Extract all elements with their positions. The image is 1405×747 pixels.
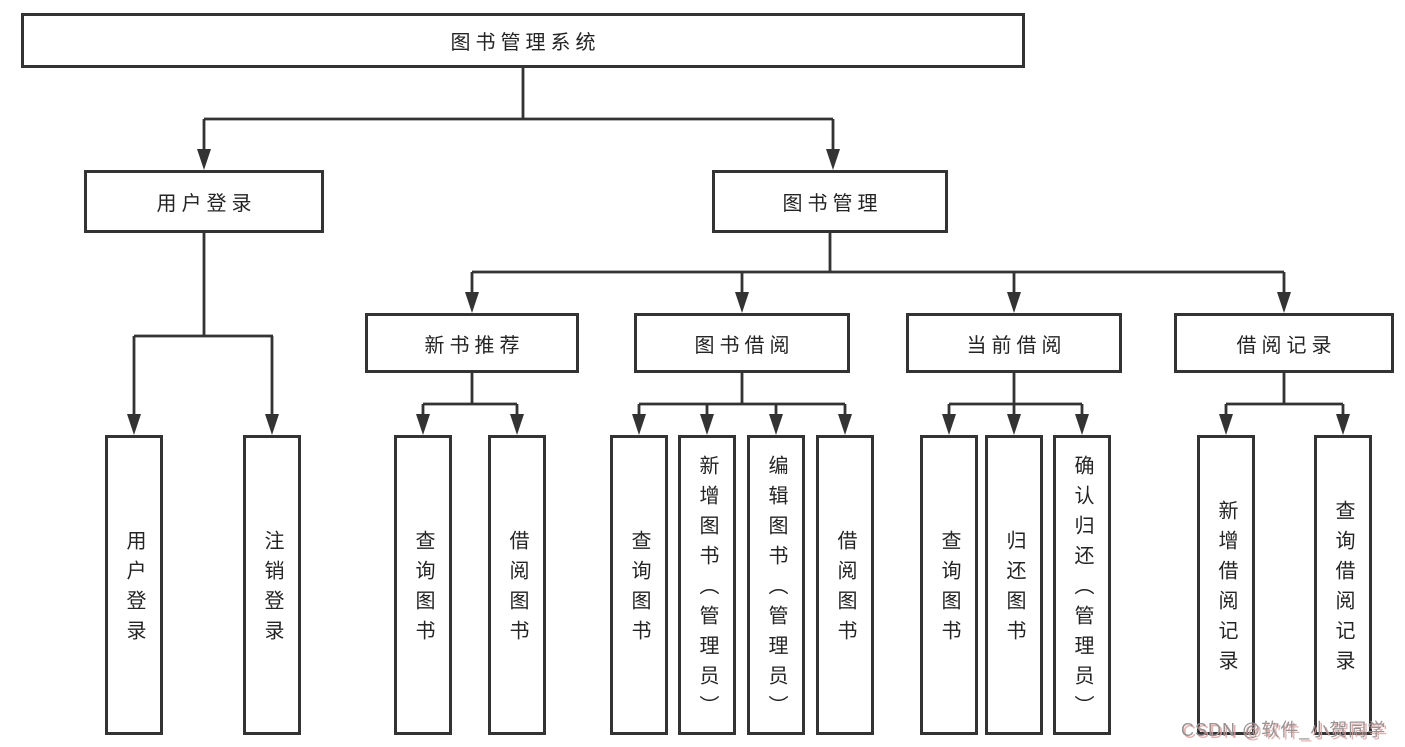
node-label: 归还图书 — [1003, 530, 1025, 650]
node-label: 查询图书 — [628, 530, 650, 650]
leaf-query-books-current: 查询图书 — [920, 435, 978, 735]
node-label: 借阅图书 — [506, 530, 528, 650]
node-book-management: 图书管理 — [712, 170, 948, 233]
leaf-query-borrow-record: 查询借阅记录 — [1314, 435, 1372, 735]
node-user-login: 用户登录 — [84, 170, 324, 233]
node-new-book-recommendation: 新书推荐 — [365, 313, 579, 373]
leaf-confirm-return-admin: 确认归还（管理员） — [1053, 435, 1111, 735]
leaf-add-books-admin: 新增图书（管理员） — [678, 435, 736, 735]
node-label: 注销登录 — [261, 530, 283, 650]
leaf-add-borrow-record: 新增借阅记录 — [1197, 435, 1255, 735]
leaf-borrow-books: 借阅图书 — [816, 435, 874, 735]
leaf-query-books-borrowing: 查询图书 — [610, 435, 668, 735]
node-label: 新书推荐 — [424, 334, 525, 357]
node-label: 编辑图书（管理员） — [765, 455, 787, 725]
node-label: 用户登录 — [156, 193, 257, 215]
node-label: 查询图书 — [412, 530, 434, 650]
leaf-logout: 注销登录 — [243, 435, 301, 735]
node-label: 图书管理 — [782, 193, 883, 215]
node-label: 新增图书（管理员） — [696, 455, 718, 725]
node-label: 查询借阅记录 — [1332, 500, 1354, 680]
node-book-borrowing: 图书借阅 — [634, 313, 850, 373]
node-label: 查询图书 — [938, 530, 960, 650]
node-current-borrowing: 当前借阅 — [906, 313, 1122, 373]
leaf-user-login: 用户登录 — [105, 435, 163, 735]
node-library-management-system: 图书管理系统 — [21, 13, 1025, 68]
leaf-return-books: 归还图书 — [985, 435, 1043, 735]
node-label: 图书管理系统 — [450, 32, 601, 54]
csdn-watermark: CSDN @软件_小贺同学 — [1181, 720, 1387, 740]
node-borrowing-records: 借阅记录 — [1174, 313, 1394, 373]
node-label: 借阅记录 — [1236, 334, 1337, 357]
node-label: 借阅图书 — [834, 530, 856, 650]
leaf-query-books-recommendation: 查询图书 — [394, 435, 452, 735]
node-label: 新增借阅记录 — [1215, 500, 1237, 680]
node-label: 图书借阅 — [694, 334, 795, 357]
node-label: 用户登录 — [123, 530, 145, 650]
leaf-edit-books-admin: 编辑图书（管理员） — [747, 435, 805, 735]
node-label: 确认归还（管理员） — [1071, 455, 1093, 725]
arrowheads — [127, 149, 1350, 435]
node-label: 当前借阅 — [966, 334, 1067, 357]
leaf-borrow-books-recommendation: 借阅图书 — [488, 435, 546, 735]
